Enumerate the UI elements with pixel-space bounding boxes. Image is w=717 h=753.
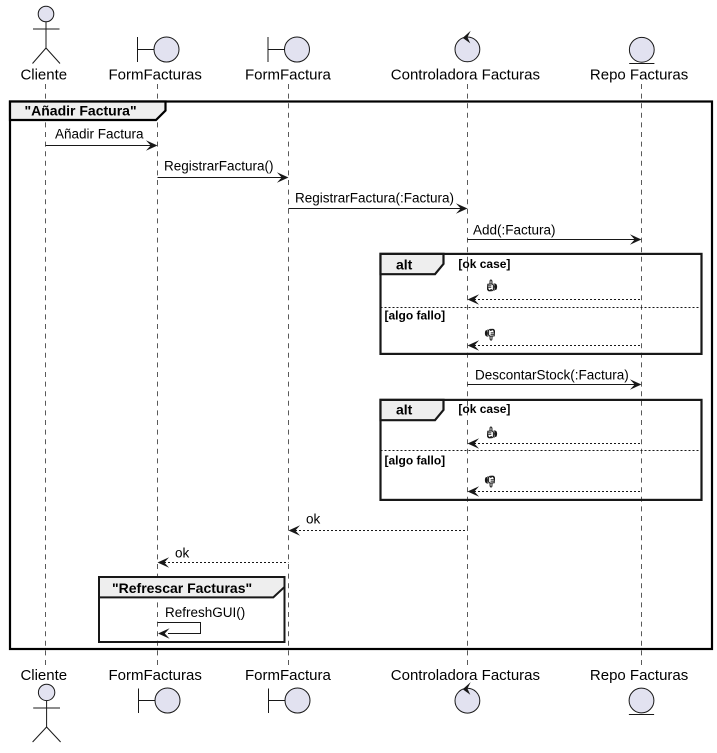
svg-text:ok: ok [306, 512, 321, 527]
svg-text:Añadir Factura: Añadir Factura [55, 127, 144, 142]
svg-text:ok: ok [175, 546, 190, 561]
svg-text:RegistrarFactura(:Factura): RegistrarFactura(:Factura) [295, 191, 454, 206]
svg-text:Cliente: Cliente [20, 67, 67, 84]
svg-text:Controladora Facturas: Controladora Facturas [391, 67, 540, 84]
svg-text:alt: alt [396, 256, 413, 272]
svg-text:[ok case]: [ok case] [458, 402, 510, 416]
svg-text:Add(:Factura): Add(:Factura) [473, 223, 556, 238]
svg-text:[algo fallo]: [algo fallo] [385, 454, 446, 468]
svg-text:RegistrarFactura(): RegistrarFactura() [164, 159, 274, 174]
svg-text:[algo fallo]: [algo fallo] [385, 308, 446, 322]
svg-text:FormFactura: FormFactura [245, 667, 332, 684]
svg-text:DescontarStock(:Factura): DescontarStock(:Factura) [475, 368, 629, 383]
svg-text:alt: alt [396, 401, 413, 417]
svg-text:Controladora Facturas: Controladora Facturas [391, 667, 540, 684]
svg-text:FormFacturas: FormFacturas [109, 667, 202, 684]
svg-text:"Refrescar Facturas": "Refrescar Facturas" [112, 580, 252, 596]
svg-text:Repo Facturas: Repo Facturas [590, 67, 688, 84]
svg-text:FormFacturas: FormFacturas [109, 67, 202, 84]
svg-text:[ok case]: [ok case] [458, 257, 510, 271]
svg-text:Repo Facturas: Repo Facturas [590, 667, 688, 684]
svg-text:"Añadir Factura": "Añadir Factura" [25, 103, 137, 119]
svg-text:Cliente: Cliente [20, 667, 67, 684]
svg-text:FormFactura: FormFactura [245, 67, 332, 84]
svg-text:RefreshGUI(): RefreshGUI() [165, 605, 245, 620]
